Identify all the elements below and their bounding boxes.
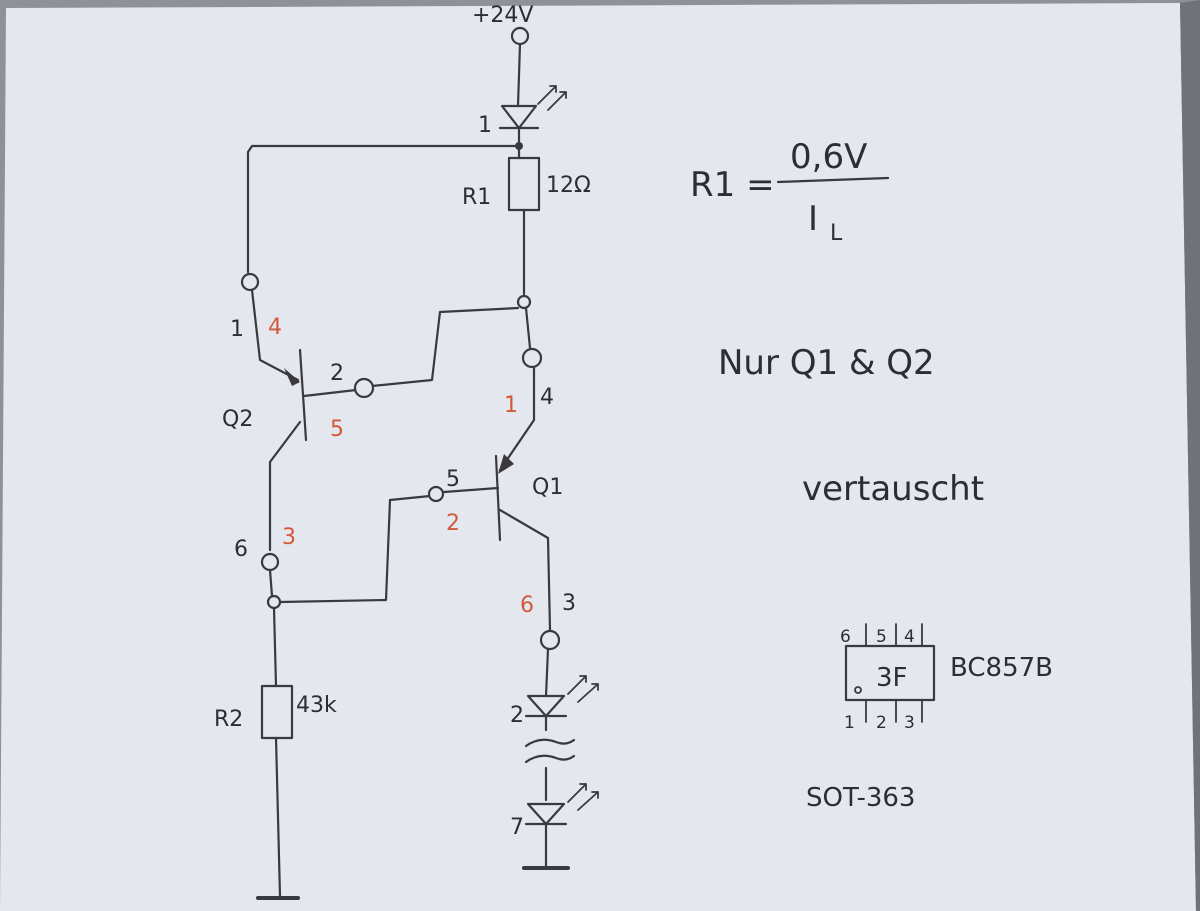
- q1-pin-base: 5: [446, 467, 460, 492]
- formula-lhs: R1 =: [690, 165, 775, 205]
- supply-label: +24V: [472, 3, 533, 28]
- q2-terminal-bottom: [260, 552, 280, 572]
- package-pin1-dot: [854, 686, 862, 694]
- wire-r2-ground: [274, 736, 282, 898]
- wire-node-r2: [272, 606, 278, 688]
- q2-pin-base: 2: [330, 361, 344, 386]
- package-marking: 3F: [876, 663, 908, 693]
- q1-terminal-bottom: [539, 629, 561, 651]
- package-top-pin-5: 5: [876, 627, 887, 647]
- node-q2-r2: [266, 594, 282, 610]
- q2-pin-bottom: 6: [234, 537, 248, 562]
- node-r1-bottom: [516, 294, 532, 310]
- package-body: [844, 644, 936, 702]
- paper-sheet: [0, 3, 1196, 911]
- q1-collector-lead: [498, 508, 552, 632]
- package-part-number: BC857B: [950, 653, 1053, 683]
- led-top-symbol: [498, 85, 567, 130]
- led-bottom-label: 7: [510, 815, 524, 840]
- q1-emitter-lead: [498, 365, 536, 472]
- formula-denominator-sub: L: [830, 221, 843, 246]
- r1-value: 12Ω: [546, 173, 591, 198]
- r2-value: 43k: [296, 693, 337, 718]
- q2-name: Q2: [222, 407, 253, 432]
- q2-pin-bottom-red: 3: [282, 525, 296, 550]
- q2-pin-base-red: 5: [330, 417, 344, 442]
- q2-terminal-top: [240, 272, 260, 292]
- formula-fraction-bar: [776, 176, 890, 184]
- wire-to-q2-base: [370, 306, 520, 388]
- note-line-1: Nur Q1 & Q2: [718, 343, 935, 383]
- package-bottom-pin-2: 2: [876, 713, 887, 733]
- led-bottom-symbol: [524, 783, 599, 868]
- wire-to-q1-base: [278, 494, 432, 604]
- wire-top-to-q2: [246, 144, 521, 274]
- q1-pin-base-red: 2: [446, 511, 460, 536]
- q1-pin-top: 4: [540, 385, 554, 410]
- led-top-label: 1: [478, 113, 492, 138]
- q2-base-bar: [298, 348, 308, 442]
- wire-q2-node: [268, 568, 274, 598]
- q2-pin-top-red: 4: [268, 315, 282, 340]
- q1-emitter-arrow: [498, 454, 514, 474]
- break-mark-lower: [524, 754, 576, 764]
- r1-name: R1: [462, 185, 491, 210]
- desk-edge: [1180, 0, 1200, 911]
- supply-terminal: [510, 26, 530, 108]
- package-bottom-pin-1: 1: [844, 713, 855, 733]
- package-top-pin-6: 6: [840, 627, 851, 647]
- q1-pin-top-red: 1: [504, 393, 518, 418]
- formula-denominator: I: [808, 199, 818, 239]
- q2-collector-lead: [268, 420, 302, 552]
- note-line-2: vertauscht: [802, 469, 984, 509]
- q2-base-lead: [302, 388, 358, 398]
- package-bottom-pins: [865, 699, 923, 723]
- q2-emitter-lead: [250, 288, 300, 382]
- r2-name: R2: [214, 707, 243, 732]
- package-top-pins: [865, 623, 923, 647]
- package-top-pin-4: 4: [904, 627, 915, 647]
- wire-q1-led2: [544, 647, 550, 698]
- led-mid-symbol: [524, 675, 599, 732]
- q2-terminal-base: [353, 377, 375, 399]
- q1-pin-bottom-red: 6: [520, 593, 534, 618]
- q2-emitter-arrow: [284, 368, 300, 386]
- q1-base-lead: [442, 486, 500, 494]
- q1-terminal-top: [521, 347, 543, 369]
- formula-numerator: 0,6V: [790, 137, 867, 177]
- q1-name: Q1: [532, 475, 563, 500]
- break-mark-upper: [524, 738, 576, 748]
- q1-base-bar: [494, 454, 502, 542]
- led-mid-label: 2: [510, 703, 524, 728]
- package-type: SOT-363: [806, 783, 915, 813]
- q1-terminal-base: [427, 485, 445, 503]
- package-bottom-pin-3: 3: [904, 713, 915, 733]
- wire-to-q1-pin: [524, 306, 532, 350]
- q2-pin-top: 1: [230, 317, 244, 342]
- q1-pin-bottom: 3: [562, 591, 576, 616]
